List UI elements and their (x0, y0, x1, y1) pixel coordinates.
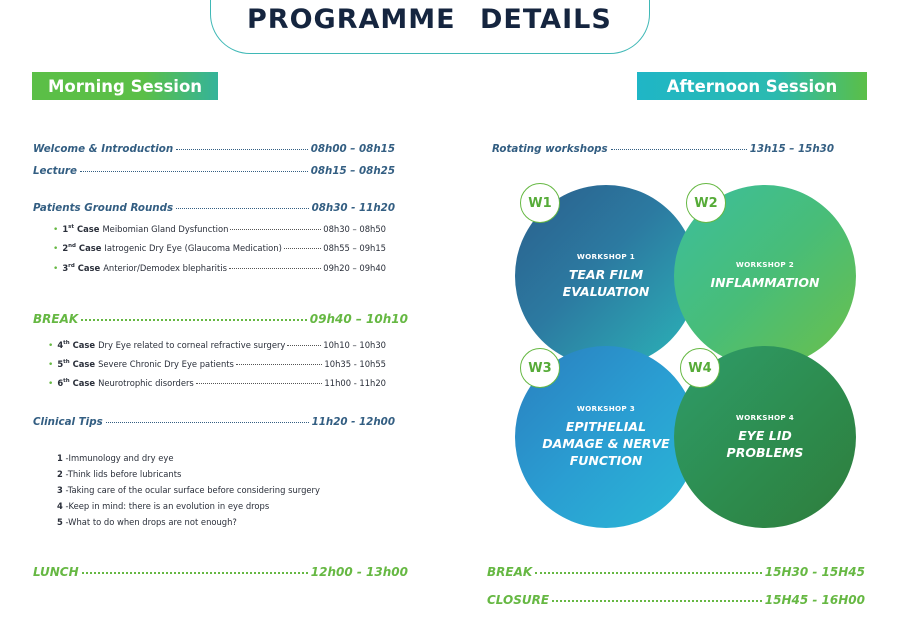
schedule-row-break: BREAK 09h40 – 10h10 (33, 312, 408, 326)
afternoon-session-banner: Afternoon Session (637, 72, 867, 100)
bullet-icon: • (48, 341, 54, 351)
case-row-5: • 5th Case Severe Chronic Dry Eye patien… (48, 359, 386, 370)
case-number: 3rd Case (62, 263, 101, 273)
case-number: 2nd Case (62, 243, 102, 253)
workshop-number: WORKSHOP 1 (576, 251, 636, 261)
workshop-number: WORKSHOP 4 (735, 412, 795, 422)
row-label: CLOSURE (487, 593, 550, 607)
dot-leader (535, 572, 762, 574)
case-title: Neurotrophic disorders (98, 378, 194, 388)
case-title: Severe Chronic Dry Eye patients (98, 359, 234, 369)
bullet-icon: • (53, 264, 59, 274)
schedule-row-clinical-tips: Clinical Tips 11h20 - 12h00 (33, 416, 395, 428)
dot-leader (552, 600, 762, 602)
workshop-title: EPITHELIAL DAMAGE & NERVE FUNCTION (542, 419, 670, 468)
case-number: 4th Case (57, 340, 96, 350)
schedule-row-lecture: Lecture 08h15 – 08h25 (33, 165, 395, 177)
row-label: Patients Ground Rounds (33, 202, 174, 214)
case-row-2: • 2nd Case Iatrogenic Dry Eye (Glaucoma … (53, 243, 386, 254)
bullet-icon: • (48, 379, 54, 389)
schedule-row-rounds: Patients Ground Rounds 08h30 - 11h20 (33, 202, 395, 214)
workshop-tag-w4: W4 (680, 348, 720, 388)
workshop-title: TEAR FILM EVALUATION (562, 266, 650, 299)
dot-leader (230, 229, 322, 230)
row-time: 09h40 – 10h10 (309, 312, 408, 326)
dot-leader (610, 149, 747, 150)
case-time: 09h20 – 09h40 (323, 263, 386, 273)
bullet-icon: • (53, 225, 59, 235)
row-time: 12h00 - 13h00 (310, 565, 408, 579)
schedule-row-welcome: Welcome & Introduction 08h00 – 08h15 (33, 143, 395, 155)
case-time: 08h55 – 09h15 (323, 243, 386, 253)
case-row-1: • 1st Case Meibomian Gland Dysfunction 0… (53, 224, 386, 235)
row-time: 13h15 – 15h30 (749, 143, 834, 155)
workshop-title: EYE LID PROBLEMS (726, 427, 804, 460)
page-title-left: PROGRAMME (247, 4, 456, 35)
workshop-title: INFLAMMATION (710, 275, 820, 291)
schedule-row-closure: CLOSURE 15H45 - 16H00 (487, 593, 865, 607)
row-label: BREAK (33, 312, 79, 326)
dot-leader (235, 364, 323, 365)
dot-leader (176, 149, 308, 150)
case-number: 5th Case (57, 359, 96, 369)
row-label: Lecture (33, 165, 77, 177)
morning-session-banner: Morning Session (32, 72, 218, 100)
case-number: 1st Case (62, 224, 100, 234)
row-time: 08h15 – 08h25 (310, 165, 395, 177)
case-number: 6th Case (57, 378, 96, 388)
case-title: Anterior/Demodex blepharitis (103, 263, 227, 273)
case-title: Iatrogenic Dry Eye (Glaucoma Medication) (104, 243, 282, 253)
schedule-row-afternoon-break: BREAK 15H30 - 15H45 (487, 565, 865, 579)
tip-item-5: 5 -What to do when drops are not enough? (57, 517, 237, 527)
schedule-row-rotating-workshops: Rotating workshops 13h15 – 15h30 (492, 143, 834, 155)
dot-leader (79, 171, 308, 172)
row-label: Clinical Tips (33, 416, 103, 428)
tip-item-3: 3 -Taking care of the ocular surface bef… (57, 485, 320, 495)
case-row-6: • 6th Case Neurotrophic disorders 11h00 … (48, 378, 386, 389)
row-label: Rotating workshops (492, 143, 608, 155)
dot-leader (105, 422, 309, 423)
case-time: 11h00 - 11h20 (324, 378, 386, 388)
case-time: 08h30 – 08h50 (323, 224, 386, 234)
page-title-right: DETAILS (480, 4, 612, 35)
row-time: 08h30 - 11h20 (311, 202, 395, 214)
case-row-3: • 3rd Case Anterior/Demodex blepharitis … (53, 263, 386, 274)
case-title: Dry Eye related to corneal refractive su… (98, 340, 286, 350)
bullet-icon: • (53, 244, 59, 254)
dot-leader (81, 319, 307, 321)
tip-item-1: 1 -Immunology and dry eye (57, 453, 174, 463)
dot-leader (195, 383, 323, 384)
case-time: 10h10 – 10h30 (323, 340, 386, 350)
workshop-tag-w1: W1 (520, 183, 560, 223)
row-time: 15H30 - 15H45 (764, 565, 865, 579)
schedule-row-lunch: LUNCH 12h00 - 13h00 (33, 565, 408, 579)
workshop-tag-w3: W3 (520, 348, 560, 388)
row-time: 11h20 - 12h00 (311, 416, 395, 428)
workshop-circle-2: WORKSHOP 2 INFLAMMATION (674, 185, 856, 367)
tip-item-2: 2 -Think lids before lubricants (57, 469, 182, 479)
workshop-number: WORKSHOP 2 (735, 260, 795, 270)
row-time: 15H45 - 16H00 (764, 593, 865, 607)
bullet-icon: • (48, 360, 54, 370)
tip-item-4: 4 -Keep in mind: there is an evolution i… (57, 501, 270, 511)
dot-leader (283, 248, 322, 249)
case-title: Meibomian Gland Dysfunction (102, 224, 229, 234)
row-label: BREAK (487, 565, 533, 579)
title-frame (210, 0, 650, 54)
dot-leader (287, 345, 322, 346)
dot-leader (228, 268, 322, 269)
case-row-4: • 4th Case Dry Eye related to corneal re… (48, 340, 386, 351)
case-time: 10h35 - 10h55 (324, 359, 386, 369)
row-label: LUNCH (33, 565, 79, 579)
workshop-number: WORKSHOP 3 (576, 404, 636, 414)
dot-leader (81, 572, 308, 574)
row-label: Welcome & Introduction (33, 143, 174, 155)
dot-leader (176, 208, 309, 209)
workshop-tag-w2: W2 (686, 183, 726, 223)
row-time: 08h00 – 08h15 (310, 143, 395, 155)
